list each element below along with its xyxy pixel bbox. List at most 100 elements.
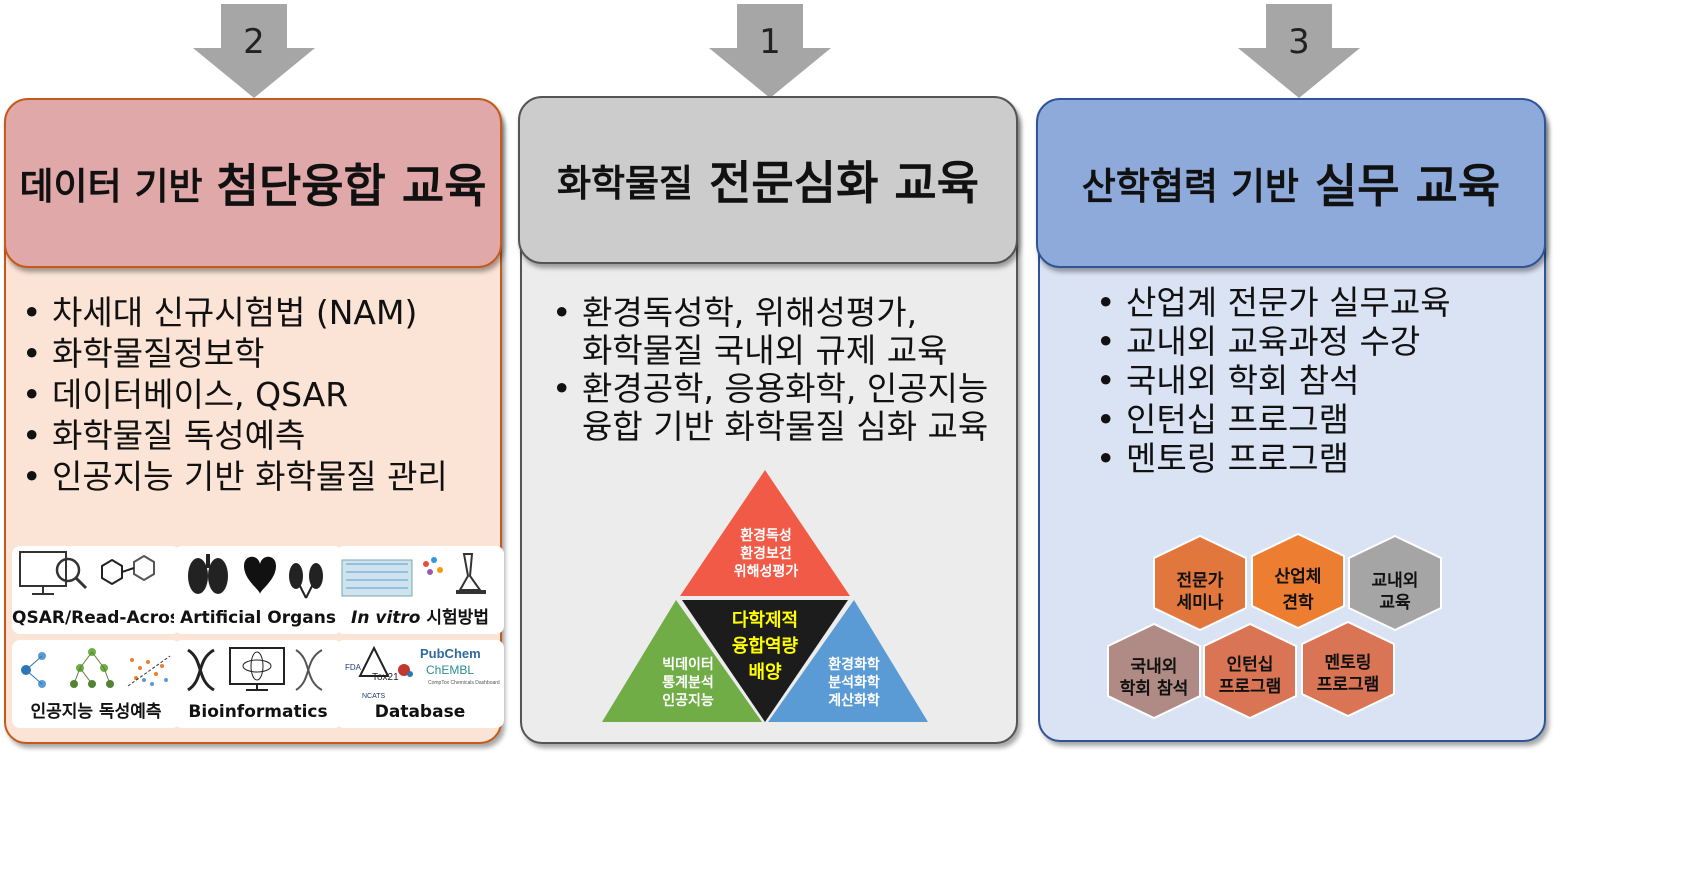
triangle-top-line: 위해성평가 bbox=[733, 564, 799, 580]
organs-icon bbox=[188, 554, 323, 599]
down-arrow-icon bbox=[193, 4, 315, 98]
tile-invitro: In vitro 시험방법 bbox=[336, 546, 504, 634]
hex-mentor bbox=[1301, 620, 1395, 718]
triangle-right-line: 계산화학 bbox=[828, 693, 880, 709]
triangle-right-line: 환경화학 bbox=[828, 657, 880, 673]
hex-mentor-line: 프로그램 bbox=[1316, 675, 1380, 695]
hex-edu-line: 교내외 bbox=[1371, 571, 1419, 591]
invitro-assay-icon bbox=[341, 553, 486, 597]
tile-bio-caption: Bioinformatics bbox=[188, 702, 328, 722]
hex-intern-line: 프로그램 bbox=[1218, 677, 1282, 697]
list-item-line: 환경공학, 응용화학, 인공지능 bbox=[582, 369, 989, 408]
database-logos-icon: FDA Tox21 NCATS PubChem ChEMBL CompTox C… bbox=[345, 645, 500, 700]
hex-conf-line: 국내외 bbox=[1130, 657, 1178, 677]
hex-intern-line: 인턴십 bbox=[1226, 655, 1274, 675]
tile-organs: Artificial Organs bbox=[174, 546, 342, 634]
tile-bio: Bioinformatics bbox=[174, 640, 342, 728]
triangle-right-text: 환경화학 분석화학 계산화학 bbox=[804, 656, 904, 710]
arrow-step-2 bbox=[189, 4, 319, 100]
list-item: 차세대 신규시험법 (NAM) bbox=[22, 292, 448, 333]
right-title-small: 산학협력 기반 bbox=[1081, 165, 1299, 208]
hex-visit-line: 산업체 bbox=[1274, 567, 1322, 587]
list-item: 국내외 학회 참석 bbox=[1096, 361, 1451, 400]
middle-bullet-list: 환경독성학, 위해성평가,화학물질 국내외 규제 교육 환경공학, 응용화학, … bbox=[552, 294, 988, 446]
right-panel-header: 산학협력 기반 실무 교육 bbox=[1036, 98, 1546, 268]
hexagon-cluster bbox=[1107, 532, 1442, 720]
triangle-left-text: 빅데이터 통계분석 인공지능 bbox=[638, 656, 738, 710]
hex-conf-text: 국내외 학회 참석 bbox=[1104, 656, 1204, 700]
hex-mentor-text: 멘토링 프로그램 bbox=[1298, 652, 1398, 696]
tile-organs-caption: Artificial Organs bbox=[180, 608, 336, 628]
triangle-center-line: 융합역량 bbox=[731, 636, 799, 657]
tile-db: FDA Tox21 NCATS PubChem ChEMBL CompTox C… bbox=[336, 640, 504, 728]
comptox-logo-text: CompTox Chemicals Dashboard bbox=[428, 680, 500, 686]
left-bullet-list: 차세대 신규시험법 (NAM) 화학물질정보학 데이터베이스, QSAR 화학물… bbox=[22, 292, 448, 497]
arrow-step-1 bbox=[705, 4, 835, 100]
hex-seminar-line: 세미나 bbox=[1176, 593, 1224, 613]
triangle-right-line: 분석화학 bbox=[828, 675, 880, 691]
list-item: 화학물질정보학 bbox=[22, 333, 448, 374]
hex-visit-text: 산업체 견학 bbox=[1258, 566, 1338, 614]
hex-seminar bbox=[1153, 534, 1247, 632]
triangle-left bbox=[602, 600, 762, 722]
right-title-big: 실무 교육 bbox=[1314, 159, 1501, 213]
middle-title-small: 화학물질 bbox=[556, 162, 694, 205]
triangle-left-line: 인공지능 bbox=[662, 693, 714, 709]
arrow-step-2-label: 2 bbox=[243, 22, 265, 62]
list-item: 인공지능 기반 화학물질 관리 bbox=[22, 456, 448, 497]
right-bullet-list: 산업계 전문가 실무교육 교내외 교육과정 수강 국내외 학회 참석 인턴십 프… bbox=[1096, 283, 1451, 478]
left-title-big: 첨단융합 교육 bbox=[216, 159, 487, 213]
arrow-step-3-label: 3 bbox=[1288, 22, 1310, 62]
list-item: 멘토링 프로그램 bbox=[1096, 439, 1451, 478]
list-item: 화학물질 독성예측 bbox=[22, 415, 448, 456]
qsar-molecule-icon bbox=[19, 551, 155, 595]
triangle-center-line: 다학제적 bbox=[731, 610, 799, 631]
ai-network-icon bbox=[21, 648, 171, 688]
middle-panel-header: 화학물질 전문심화 교육 bbox=[518, 96, 1018, 264]
arrow-step-1-label: 1 bbox=[759, 22, 781, 62]
list-item-line: 융합 기반 화학물질 심화 교육 bbox=[582, 407, 989, 446]
hex-conf-line: 학회 참석 bbox=[1119, 679, 1189, 699]
ncats-logo-text: NCATS bbox=[362, 693, 386, 700]
hex-intern-text: 인턴십 프로그램 bbox=[1200, 654, 1300, 698]
triangle-top-line: 환경독성 bbox=[740, 528, 792, 544]
tile-ai: 인공지능 독성예측 bbox=[12, 640, 180, 728]
triangle-top bbox=[680, 470, 850, 596]
list-item-line: 환경독성학, 위해성평가, bbox=[582, 293, 918, 332]
hex-visit bbox=[1251, 532, 1345, 630]
hex-edu-text: 교내외 교육 bbox=[1355, 570, 1435, 614]
hex-intern bbox=[1203, 622, 1297, 720]
triangle-left-line: 빅데이터 bbox=[662, 657, 714, 673]
tox21-logo-text: Tox21 bbox=[372, 672, 399, 683]
left-panel-header: 데이터 기반 첨단융합 교육 bbox=[4, 98, 502, 268]
middle-title-big: 전문심화 교육 bbox=[709, 156, 980, 210]
hex-mentor-line: 멘토링 bbox=[1324, 653, 1372, 673]
tile-qsar-caption: QSAR/Read-Across bbox=[12, 608, 191, 628]
tile-invitro-caption: In vitro 시험방법 bbox=[336, 603, 504, 628]
hex-visit-line: 견학 bbox=[1282, 593, 1314, 613]
hex-seminar-text: 전문가 세미나 bbox=[1160, 570, 1240, 614]
list-item: 산업계 전문가 실무교육 bbox=[1096, 283, 1451, 322]
list-item: 교내외 교육과정 수강 bbox=[1096, 322, 1451, 361]
dna-icon bbox=[187, 647, 323, 692]
arrow-step-3 bbox=[1234, 4, 1364, 100]
triangle-center-text: 다학제적 융합역량 배양 bbox=[715, 608, 815, 686]
hex-edu-line: 교육 bbox=[1379, 593, 1411, 613]
hex-seminar-line: 전문가 bbox=[1176, 571, 1224, 591]
list-item: 환경독성학, 위해성평가,화학물질 국내외 규제 교육 bbox=[552, 294, 988, 370]
hex-conf bbox=[1107, 622, 1201, 720]
fda-logo-text: FDA bbox=[345, 663, 362, 672]
list-item: 인턴십 프로그램 bbox=[1096, 400, 1451, 439]
left-title-small: 데이터 기반 bbox=[19, 165, 203, 208]
chembl-logo-text: ChEMBL bbox=[426, 663, 474, 677]
tile-db-caption: Database bbox=[374, 702, 466, 722]
triangle-top-text: 환경독성 환경보건 위해성평가 bbox=[716, 527, 816, 581]
down-arrow-icon bbox=[1238, 4, 1360, 98]
tile-invitro-rest: 시험방법 bbox=[420, 608, 489, 628]
triangle-center bbox=[682, 600, 848, 722]
tile-invitro-italic: In vitro bbox=[351, 608, 421, 628]
triangle-left-line: 통계분석 bbox=[662, 675, 714, 691]
list-item-line: 화학물질 국내외 규제 교육 bbox=[582, 331, 948, 370]
hex-edu bbox=[1348, 534, 1442, 632]
triangle-right bbox=[768, 600, 928, 722]
